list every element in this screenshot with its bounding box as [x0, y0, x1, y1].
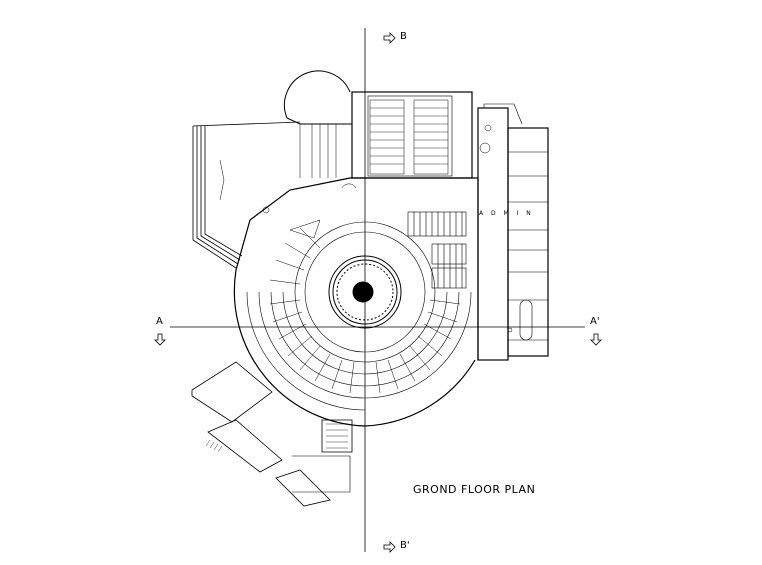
radial-seating: [246, 221, 472, 411]
seat-ticks: [269, 227, 461, 394]
central-column: [352, 281, 374, 303]
section-label-a-left: A: [156, 316, 163, 327]
central-rotunda: [328, 255, 402, 329]
left-wing: [192, 121, 301, 269]
admin-room-label: A D M I N: [479, 210, 534, 217]
auditorium-block: [351, 91, 473, 179]
small-details: [262, 124, 513, 333]
section-marker-b-bottom-icon: [383, 541, 396, 553]
upper-round-room: [283, 70, 352, 178]
grid-seating: [407, 211, 467, 289]
section-label-b-top: B: [400, 31, 407, 42]
section-marker-b-top-icon: [383, 32, 396, 44]
section-marker-a-left-icon: [154, 333, 166, 346]
main-hall-outline: [233, 177, 479, 427]
admin-wing: [477, 103, 549, 361]
drawing-title: GROND FLOOR PLAN: [413, 483, 536, 496]
section-label-a-right: A': [590, 316, 600, 327]
section-marker-a-right-icon: [590, 333, 602, 346]
section-label-b-bottom: B': [400, 540, 410, 551]
entrance-wing: [191, 361, 353, 507]
